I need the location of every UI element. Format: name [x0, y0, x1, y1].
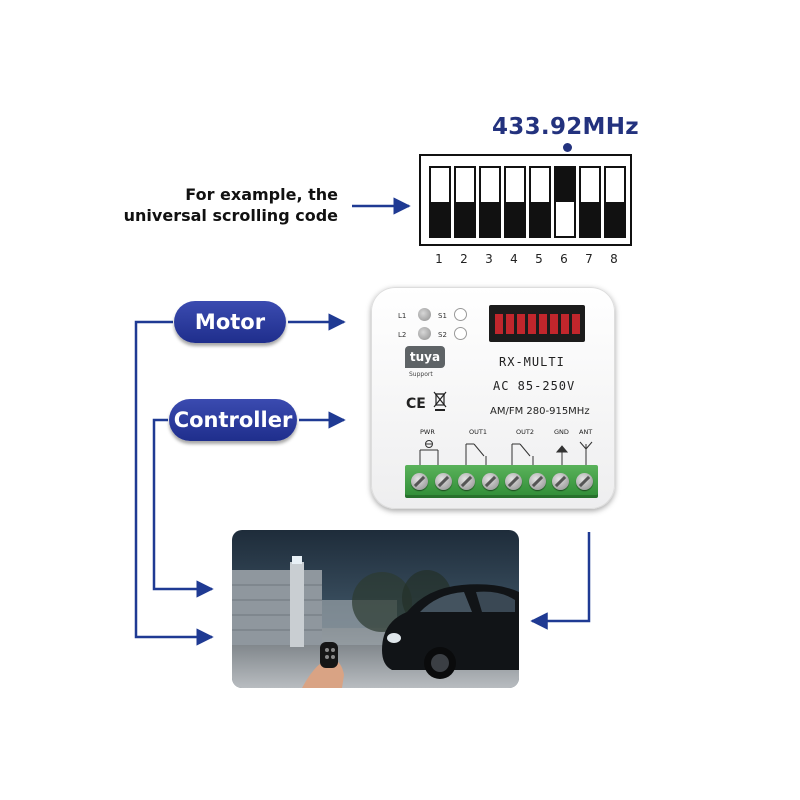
device-dip-lever-6: [550, 314, 558, 334]
terminal-schematic: [419, 440, 593, 465]
antenna-icon: [579, 441, 593, 465]
dip-switch-number-7: 7: [585, 252, 593, 266]
dip-switch-number-4: 4: [510, 252, 518, 266]
terminal-screw-icon: [481, 473, 499, 490]
motor-label: Motor: [174, 301, 286, 343]
dip-switch-lever-3: [481, 202, 499, 236]
tuya-logo: tuya: [405, 346, 445, 368]
dip-switch-slot-5: [529, 166, 551, 238]
terminal-screw-icon: [434, 473, 452, 490]
device-dip-lever-1: [495, 314, 503, 334]
dip-switch-lever-5: [531, 202, 549, 236]
ce-mark: CE: [406, 396, 426, 412]
led-label-l1: L1: [398, 312, 407, 320]
button-s1-icon: [454, 308, 467, 321]
device-frequency-range: AM/FM 280-915MHz: [490, 406, 590, 417]
controller-label: Controller: [169, 399, 297, 441]
gate-car-photo: [232, 530, 519, 688]
dip-switch-slot-7: [579, 166, 601, 238]
dip-switch-lever-7: [581, 202, 599, 236]
terminal-label-ant: ANT: [579, 428, 593, 436]
button-label-s1: S1: [438, 312, 447, 320]
dip-switch-diagram: [419, 154, 632, 246]
dip-switch-slot-4: [504, 166, 526, 238]
terminal-screw-icon: [411, 473, 428, 490]
button-s2-icon: [454, 327, 467, 340]
device-dip-lever-5: [539, 314, 547, 334]
dip-switch-slot-1: [429, 166, 451, 238]
dip-switch-slot-2: [454, 166, 476, 238]
fuse-icon: [419, 440, 439, 465]
dip-switch-number-2: 2: [460, 252, 468, 266]
dip-switch-number-3: 3: [485, 252, 493, 266]
frequency-label: 433.92MHz: [492, 114, 639, 140]
motor-line: [134, 320, 214, 646]
terminal-screw-icon: [552, 473, 569, 490]
dip-switch-number-8: 8: [610, 252, 618, 266]
device-dip-lever-4: [528, 314, 536, 334]
device-dip-lever-2: [506, 314, 514, 334]
dip-switch-lever-8: [606, 202, 624, 236]
dip-switch-lever-1: [431, 202, 449, 236]
device-dip-lever-3: [517, 314, 525, 334]
led-label-l2: L2: [398, 331, 407, 339]
example-caption-line-1: For example, the: [185, 185, 338, 204]
terminal-label-gnd: GND: [554, 428, 569, 436]
terminal-label-pwr: PWR: [420, 428, 435, 436]
terminal-screw-icon: [505, 473, 522, 490]
dip-switch-number-5: 5: [535, 252, 543, 266]
dip-switch-lever-6: [556, 168, 574, 202]
relay-switch-icon: [465, 443, 487, 465]
tuya-support-text: Support: [409, 371, 433, 378]
terminal-block: [405, 465, 598, 498]
device-dip-lever-7: [561, 314, 569, 334]
dip-switch-lever-2: [456, 202, 474, 236]
terminal-screw-icon: [458, 473, 475, 490]
terminal-label-out2: OUT2: [516, 428, 534, 436]
device-voltage: AC 85-250V: [493, 379, 576, 393]
device-dip-switch: [489, 305, 585, 342]
button-label-s2: S2: [438, 331, 447, 339]
remote-control-icon: [302, 642, 344, 688]
dip-switch-number-1: 1: [435, 252, 443, 266]
dip-switch-number-6: 6: [560, 252, 568, 266]
terminal-screw-icon: [528, 473, 546, 490]
dip-switch-lever-4: [506, 202, 524, 236]
dip-switch-slot-3: [479, 166, 501, 238]
dip-switch-slot-6: [554, 166, 576, 238]
device-dip-lever-8: [572, 314, 580, 334]
example-caption-line-2: universal scrolling code: [123, 206, 338, 225]
led-l1-icon: [418, 308, 431, 321]
dip-switch-slot-8: [604, 166, 626, 238]
ground-icon: [555, 445, 569, 465]
car: [382, 584, 519, 679]
device-model: RX-MULTI: [499, 355, 565, 369]
frequency-indicator-dot: [563, 143, 572, 152]
controller-line: [152, 418, 214, 598]
recycle-bin-crossed-icon: [433, 391, 447, 411]
return-arrow-icon: [530, 532, 591, 630]
terminal-screw-icon: [575, 473, 593, 490]
relay-switch-icon: [511, 443, 534, 465]
terminal-label-out1: OUT1: [469, 428, 487, 436]
led-l2-icon: [418, 327, 431, 340]
